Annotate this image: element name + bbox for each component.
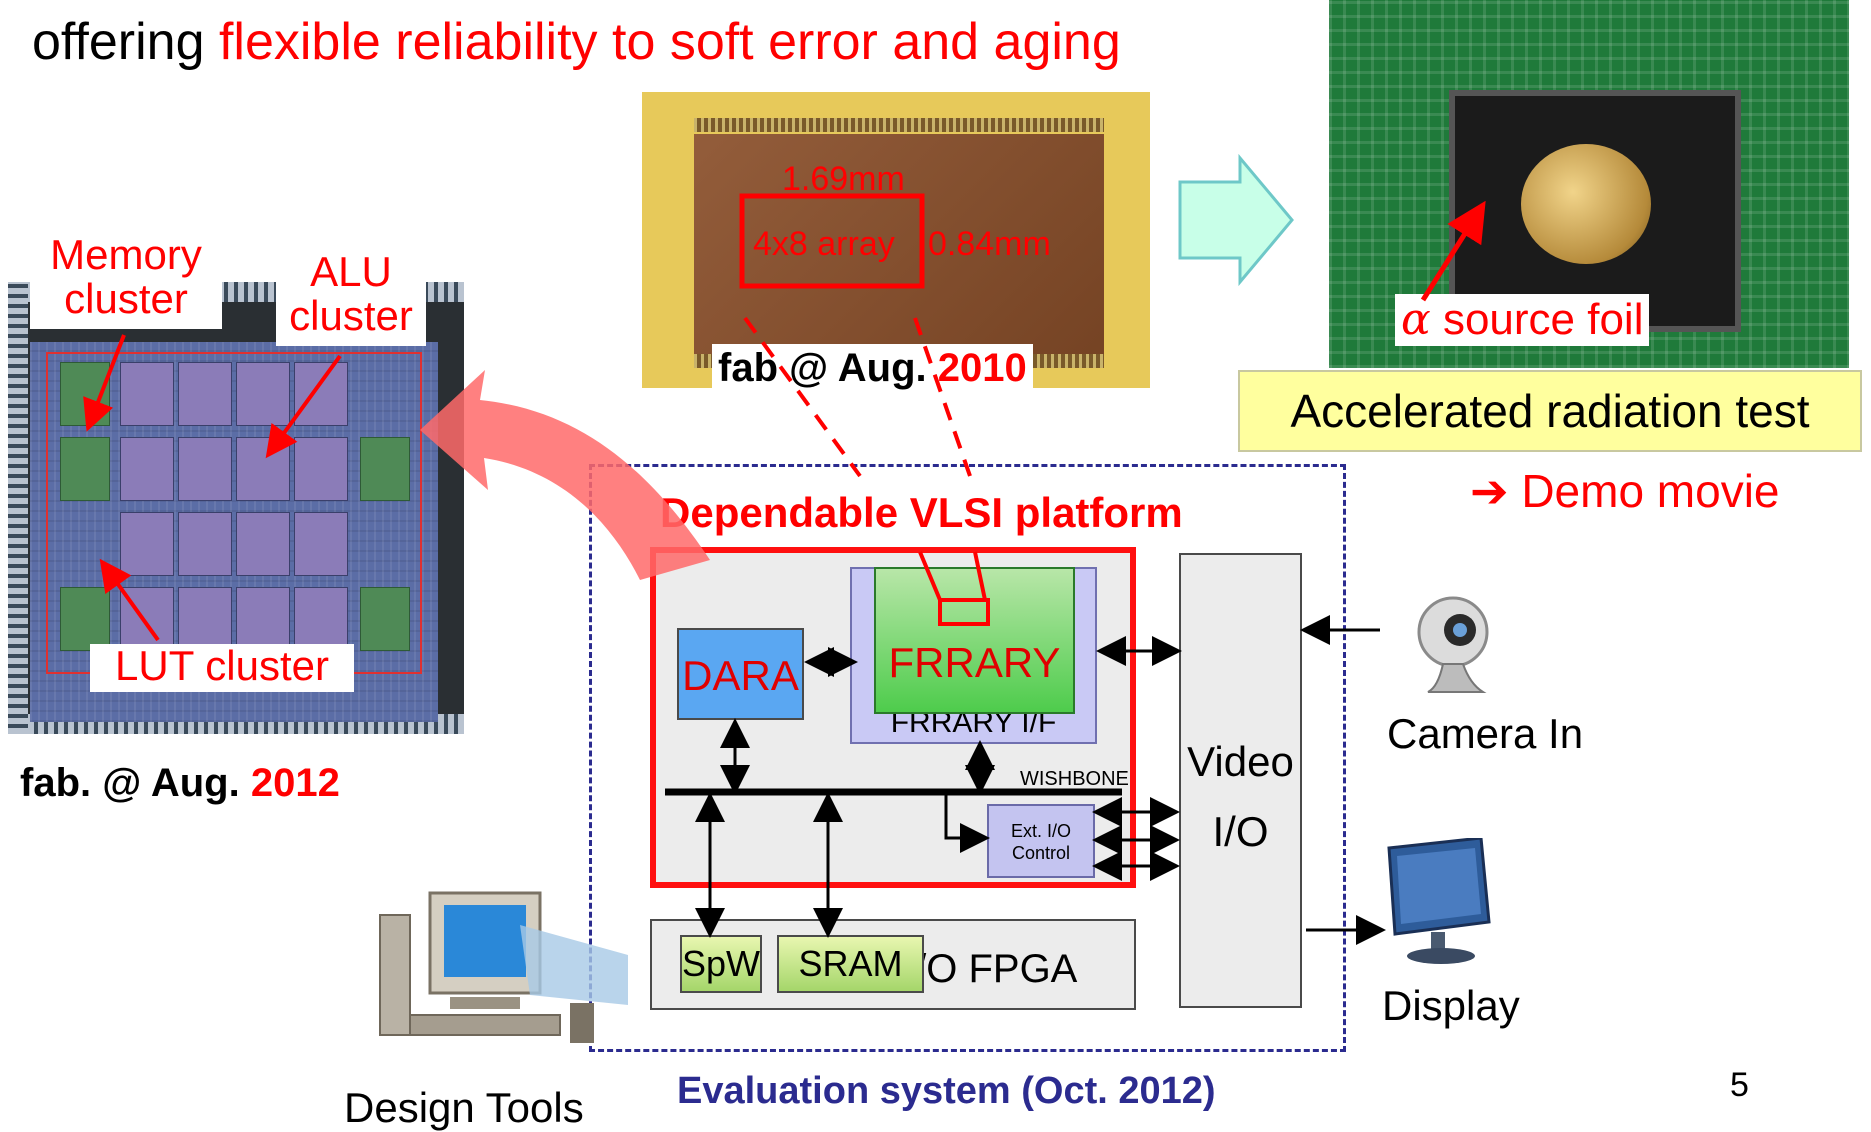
ext-io-control-block: Ext. I/O Control (987, 804, 1095, 878)
video-io-block: Video I/O (1179, 553, 1302, 1008)
dim-width-label: 1.69mm (782, 160, 905, 198)
alu-cell (294, 512, 348, 576)
dara-label: DARA (682, 652, 799, 699)
lut-pointer (99, 558, 160, 642)
bus-extio-link (944, 795, 990, 853)
alu-cell (236, 587, 290, 651)
ext-io-label: Ext. I/O Control (1010, 821, 1071, 863)
memory-pointer (83, 334, 126, 432)
webcam-icon (1408, 592, 1498, 702)
dara-block: DARA (677, 628, 804, 720)
alu-cell (236, 512, 290, 576)
sram-label: SRAM (798, 943, 903, 984)
video-io-label: Video I/O (1187, 738, 1294, 855)
alu-cell (294, 437, 348, 501)
zoom-line-inner-right (973, 551, 987, 601)
headline-highlight: flexible reliability to soft error and a… (218, 13, 1121, 71)
alu-cell (178, 512, 232, 576)
memory-cluster-label: Memory cluster (30, 233, 222, 329)
array-label: 4x8 array (753, 225, 895, 263)
demo-arrow-icon: ➔ (1470, 465, 1509, 517)
evaluation-system-caption: Evaluation system (Oct. 2012) (677, 1070, 1216, 1112)
sram-block: SRAM (777, 935, 924, 993)
chip-2010-photo (642, 92, 1150, 388)
chip-2010-caption: fab @ Aug. 2010 (712, 344, 1033, 392)
headline-prefix: offering (32, 13, 219, 71)
alu-cell (294, 587, 348, 651)
display-label: Display (1382, 982, 1520, 1029)
accelerated-radiation-test-label: Accelerated radiation test (1238, 370, 1862, 452)
array-region-box (739, 193, 925, 289)
memory-block (60, 587, 110, 651)
alu-cell (120, 362, 174, 426)
alpha-source-foil (1521, 144, 1651, 264)
page-number: 5 (1730, 1066, 1749, 1104)
alu-cell (178, 362, 232, 426)
frrary-region-box (938, 598, 990, 626)
memory-block (360, 587, 410, 651)
zoom-line-inner-left (918, 551, 942, 601)
curved-arrow-icon (420, 370, 710, 580)
chip-2010-year: 2010 (937, 346, 1027, 390)
frrary-block: FRRARY (874, 567, 1075, 714)
design-tools-label: Design Tools (344, 1084, 584, 1131)
chip-2010-caption-text: fab @ Aug. (718, 346, 938, 390)
memory-block (360, 437, 410, 501)
chip-2010-die (694, 134, 1104, 354)
zoom-line-right (913, 317, 972, 477)
alu-cell (120, 437, 174, 501)
alpha-symbol: α (1401, 294, 1431, 345)
io-fpga-label: I/O FPGA (904, 947, 1078, 991)
chip-2012-year: 2012 (250, 761, 340, 805)
chip-2012-caption-text: fab. @ Aug. (20, 761, 251, 805)
spw-block: SpW (680, 935, 762, 993)
pin-row (694, 118, 1104, 132)
headline: offering flexible reliability to soft er… (32, 6, 1121, 78)
chip-2012-caption: fab. @ Aug. 2012 (20, 760, 340, 806)
desktop-computer-icon (370, 885, 630, 1061)
alu-cluster-label: ALU cluster (276, 250, 426, 346)
platform-title: Dependable VLSI platform (660, 488, 1183, 538)
demo-movie-link[interactable]: ➔ Demo movie (1470, 465, 1780, 517)
webcam-icon-graphic (1417, 596, 1489, 693)
zoom-line-left (743, 316, 862, 478)
pad-column-right (8, 282, 28, 734)
alu-cell (178, 437, 232, 501)
alu-cell (236, 362, 290, 426)
lut-cluster-label: LUT cluster (90, 644, 354, 692)
desktop-computer-graphic (379, 891, 628, 1043)
camera-in-label: Camera In (1387, 710, 1584, 757)
wishbone-label: WISHBONE (1020, 768, 1129, 790)
monitor-icon (1385, 838, 1497, 966)
monitor-icon-graphic (1387, 838, 1491, 964)
spw-label: SpW (682, 943, 761, 984)
alu-pointer (265, 354, 342, 459)
demo-movie-label: Demo movie (1508, 465, 1780, 517)
source-foil-text: source foil (1430, 295, 1644, 344)
memory-block (60, 437, 110, 501)
frrary-label: FRRARY (888, 639, 1061, 686)
alu-cell (294, 362, 348, 426)
flow-arrow-icon (1178, 153, 1294, 287)
dim-height-label: 0.84mm (928, 225, 1051, 263)
source-foil-label: α source foil (1395, 294, 1650, 346)
foil-pointer (1420, 200, 1486, 302)
alu-cell (178, 587, 232, 651)
